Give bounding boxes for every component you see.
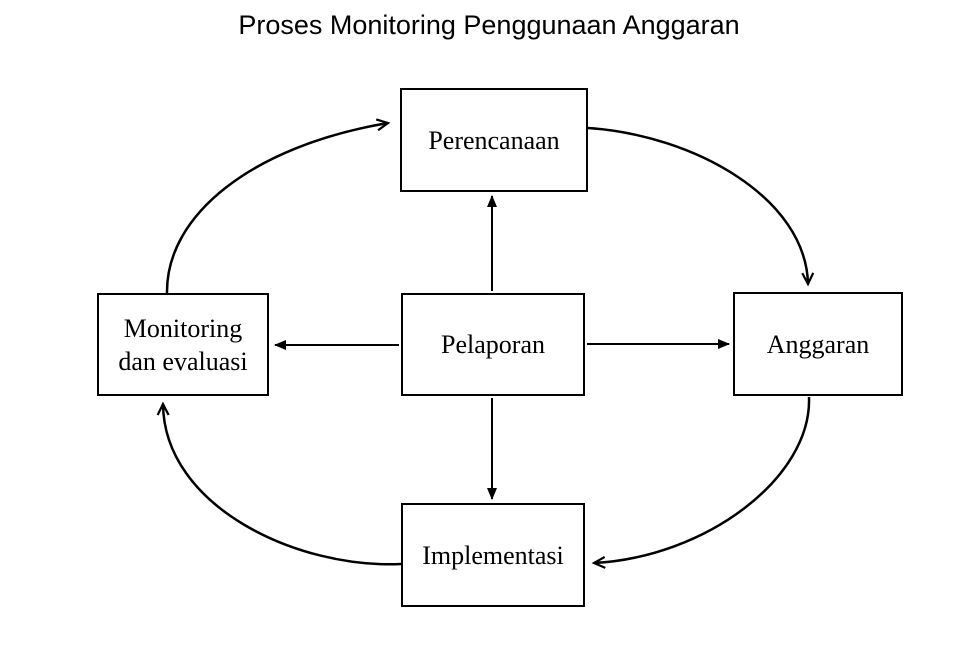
diagram-title: Proses Monitoring Penggunaan Anggaran xyxy=(238,10,740,40)
edge-monitoring-to-perencanaan xyxy=(165,118,391,294)
edge-perencanaan-to-anggaran xyxy=(587,126,815,287)
node-implementasi: Implementasi xyxy=(401,503,585,607)
node-pelaporan-label: Pelaporan xyxy=(441,330,545,359)
node-pelaporan: Pelaporan xyxy=(401,293,585,396)
node-anggaran: Anggaran xyxy=(733,292,903,396)
edge-anggaran-to-implementasi xyxy=(591,396,811,569)
node-perencanaan-label: Perencanaan xyxy=(428,125,560,155)
node-monitoring-dan-evaluasi-label: Monitoring dan evaluasi xyxy=(118,313,248,376)
node-monitoring-dan-evaluasi: Monitoring dan evaluasi xyxy=(97,293,269,396)
node-implementasi-label: Implementasi xyxy=(422,540,564,570)
edge-implementasi-to-monitoring xyxy=(156,401,402,566)
node-anggaran-label: Anggaran xyxy=(766,329,870,359)
node-perencanaan: Perencanaan xyxy=(400,88,588,192)
